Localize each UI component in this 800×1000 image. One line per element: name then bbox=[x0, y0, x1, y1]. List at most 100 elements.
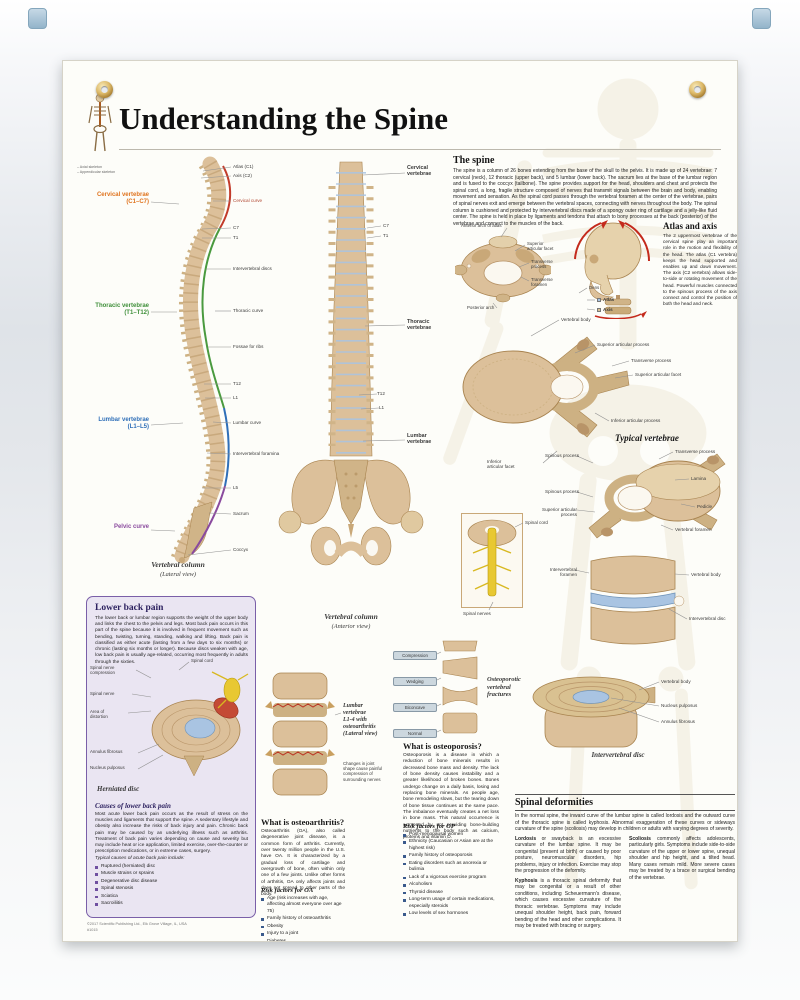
causes-intro: Typical causes of acute back pain includ… bbox=[95, 856, 185, 861]
lower-back-pain-panel: Lower back pain The lower back or lumbar… bbox=[86, 596, 256, 918]
label-nucleus-pulposus: Nucleus pulposus bbox=[661, 703, 698, 708]
label-cervical-curve: Cervical curve bbox=[233, 198, 263, 203]
label-spinal-nerve-compression: Spinal nerve compression bbox=[90, 665, 115, 676]
op-risk-item: Post-menopausal women bbox=[403, 832, 501, 838]
op-risk-item: Family history of osteoporosis bbox=[403, 853, 501, 859]
oa-risk-item: Obesity bbox=[261, 924, 347, 930]
label-inf-articular-facet: Inferior articular facet bbox=[487, 459, 515, 470]
deformities-rule-top bbox=[515, 794, 735, 795]
label-transverse-process-atlas: Transverse process bbox=[531, 259, 553, 270]
osteoarthritis-heading: What is osteoarthritis? bbox=[261, 817, 345, 827]
oa-risk-item: Age (risk increases with age, affecting … bbox=[261, 896, 347, 915]
causes-heading: Causes of lower back pain bbox=[95, 802, 171, 810]
osteoarthritis-lumbar-illustration bbox=[265, 672, 335, 796]
label-vertebral-foramen: Vertebral foramen bbox=[675, 527, 712, 532]
label-spinal-nerve: Spinal nerve bbox=[90, 691, 115, 696]
herniated-disc-illustration bbox=[151, 671, 249, 777]
label-dens: Dens bbox=[589, 285, 600, 290]
cause-item: Sciatica bbox=[95, 894, 248, 900]
label-spinal-nerves: Spinal nerves bbox=[463, 611, 491, 616]
lordosis-paragraph: Lordosis or swayback is an excessive cur… bbox=[515, 836, 621, 875]
label-axis-chip bbox=[597, 307, 601, 312]
op-risk-heading: Risk factors for OP bbox=[403, 823, 455, 830]
label-pelvic-curve: Pelvic curve bbox=[113, 524, 149, 530]
deformities-rule-bottom bbox=[515, 810, 735, 811]
label-transverse-process-2: Transverse process bbox=[675, 449, 716, 454]
oa-risk-item: Injury to a joint bbox=[261, 931, 347, 937]
oa-risk-heading: Risk factors for OA bbox=[261, 887, 314, 894]
oa-risk-list: Age (risk increases with age, affecting … bbox=[261, 896, 347, 941]
kyphosis-term: Kyphosis bbox=[515, 877, 538, 884]
cause-item: Muscle strains or sprains bbox=[95, 871, 248, 877]
label-atlas: Atlas bbox=[597, 297, 631, 302]
label-fracture-wedging: Wedging bbox=[393, 677, 437, 687]
scoliosis-term: Scoliosis bbox=[629, 835, 651, 842]
label-transverse-process: Transverse process bbox=[631, 358, 672, 363]
intervertebral-disc-illustration bbox=[532, 676, 656, 748]
cause-item: Degenerative disc disease bbox=[95, 879, 248, 885]
vertebra-disc-stack-illustration bbox=[590, 555, 685, 645]
label-atlas-c1: Atlas (C1) bbox=[233, 164, 254, 169]
label-intervertebral-disc: Intervertebral disc bbox=[689, 616, 726, 621]
label-herniated-nucleus: Nucleus pulposus bbox=[90, 765, 125, 770]
cause-item: Ruptured (herniated) disc bbox=[95, 864, 248, 870]
mini-skeleton-icon bbox=[88, 93, 112, 152]
caption-herniated-disc: Herniated disc bbox=[97, 785, 140, 793]
caption-lumbar-oa: Lumbar vertebrae L1-4 with osteoarthriti… bbox=[343, 703, 378, 738]
grommet-right bbox=[689, 81, 706, 98]
scoliosis-paragraph: Scoliosis commonly affects adolescents, … bbox=[629, 836, 735, 882]
label-fossae-for-ribs: Fossae for ribs bbox=[233, 344, 264, 349]
op-risk-item: Thyroid disease bbox=[403, 890, 501, 896]
label-lumbar-curve: Lumbar curve bbox=[233, 420, 262, 425]
kyphosis-paragraph: Kyphosis is a thoracic spinal deformity … bbox=[515, 878, 621, 930]
label-anterior-arch: Anterior arch of atlas bbox=[461, 223, 502, 228]
op-risk-item: Long-term usage of certain medications, … bbox=[403, 897, 501, 910]
osteoporosis-paragraph: Osteoporosis is a disease in which a red… bbox=[403, 753, 499, 841]
the-spine-heading: The spine bbox=[453, 155, 495, 166]
label-inf-articular-process: Inferior articular process bbox=[611, 418, 661, 423]
label-ant-cervical: Cervical vertebrae bbox=[407, 165, 432, 178]
label-vertebral-body-2: Vertebral body bbox=[691, 572, 721, 577]
label-sup-articular-facet-2: Superior articular facet bbox=[635, 372, 682, 377]
lower-back-pain-paragraph: The lower back or lumbar region supports… bbox=[95, 616, 248, 665]
label-sup-articular-process-2: Superior articular process bbox=[542, 507, 577, 518]
op-risk-item: Low levels of sex hormones bbox=[403, 911, 501, 917]
grommet-left bbox=[96, 81, 113, 98]
caption-lateral-sub: (Lateral view) bbox=[160, 571, 196, 578]
kyphosis-text: is a thoracic spinal deformity that may … bbox=[515, 877, 621, 930]
label-sup-articular-facet: Superior articular facet bbox=[527, 241, 554, 252]
scoliosis-text: commonly affects adolescents, particular… bbox=[629, 835, 735, 881]
deformities-column-right: Scoliosis commonly affects adolescents, … bbox=[629, 836, 735, 933]
label-transverse-foramen: Transverse foramen bbox=[531, 277, 553, 288]
spine-poster: Understanding the Spine bbox=[62, 60, 738, 942]
causes-paragraph: Most acute lower back pain occurs as the… bbox=[95, 812, 248, 855]
label-ant-l1: L1 bbox=[379, 405, 385, 410]
oa-risk-item: Diabetes bbox=[261, 939, 347, 941]
atlas-axis-paragraph: The 2 uppermost vertebrae of the cervica… bbox=[663, 233, 737, 307]
note-oa-changes: Changes in joint shape cause painful com… bbox=[343, 761, 383, 782]
cause-item: Sacroiliitis bbox=[95, 901, 248, 907]
cause-item: Spinal stenosis bbox=[95, 886, 248, 892]
label-lumbar-vertebrae: Lumbar vertebrae (L1–L5) bbox=[98, 417, 149, 431]
label-spinous-process-2: Spinous process bbox=[545, 489, 579, 494]
label-ant-t1: T1 bbox=[383, 233, 389, 238]
label-fracture-compression: Compression bbox=[393, 651, 437, 661]
page-corner-tab-right bbox=[752, 8, 771, 29]
label-atlas-chip bbox=[597, 297, 601, 302]
copyright: ©2017 Scientific Publishing Ltd., Elk Gr… bbox=[87, 922, 187, 933]
op-risk-item: Ethnicity (Caucasian or Asian are at the… bbox=[403, 839, 501, 852]
label-thoracic-curve: Thoracic curve bbox=[233, 308, 264, 313]
label-intervertebral-discs: Intervertebral discs bbox=[233, 266, 272, 271]
caption-intervertebral-disc: Intervertebral disc bbox=[591, 751, 645, 759]
the-spine-paragraph: The spine is a column of 26 bones extend… bbox=[453, 168, 717, 227]
spinal-deformities-section: Spinal deformities In the normal spine, … bbox=[515, 793, 735, 933]
op-risk-item: Alcoholism bbox=[403, 882, 501, 888]
label-pedicle: Pedicle bbox=[697, 504, 713, 509]
label-c7: C7 bbox=[233, 225, 239, 230]
copyright-line2: #1015 bbox=[87, 927, 98, 932]
oa-risk-item: Family history of osteoarthritis bbox=[261, 916, 347, 922]
spinal-cord-inset-illustration bbox=[461, 513, 523, 608]
label-intervertebral-foramen: Intervertebral foramen bbox=[549, 567, 577, 578]
